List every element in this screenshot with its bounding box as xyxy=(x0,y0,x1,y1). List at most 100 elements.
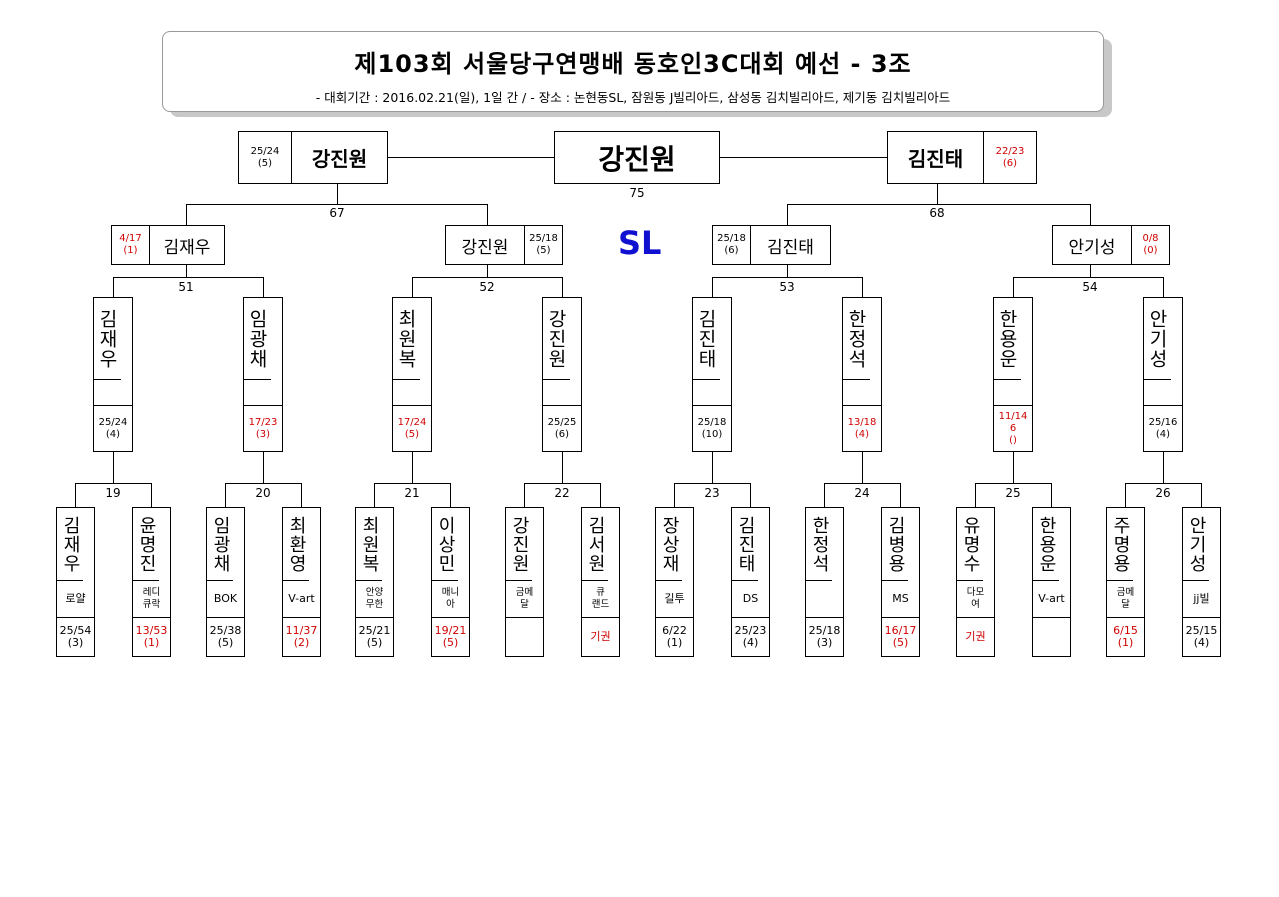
player-name: 주명용 xyxy=(1107,508,1133,581)
connector xyxy=(674,483,751,484)
player-name: 최원복 xyxy=(393,298,420,380)
player-name: 임광채 xyxy=(244,298,271,380)
club-name: DS xyxy=(732,581,769,618)
connector xyxy=(937,184,938,204)
inning: (6) xyxy=(1002,157,1018,169)
connector xyxy=(225,483,302,484)
inning: (5) xyxy=(442,636,459,649)
player-name: 윤명진 xyxy=(133,508,159,581)
score: 25/38 xyxy=(209,624,242,637)
inning: (1) xyxy=(666,636,683,649)
player-name: 김진태 xyxy=(732,508,758,581)
player-name: 강진원 xyxy=(461,237,509,258)
blank-cell xyxy=(94,380,132,406)
match-number: 20 xyxy=(255,486,271,500)
connector xyxy=(562,277,563,297)
score: 22/23 xyxy=(995,145,1025,157)
club-name: BOK xyxy=(207,581,244,618)
connector xyxy=(113,452,114,483)
blank-cell xyxy=(393,380,431,406)
score-cell: 16/17(5) xyxy=(882,618,919,656)
winner-name: 강진원 xyxy=(598,142,676,176)
score-cell: 25/23(4) xyxy=(732,618,769,656)
inning: (1) xyxy=(123,245,138,256)
blank-cell xyxy=(244,380,282,406)
score: 25/16 xyxy=(1148,416,1178,428)
score: 0/8 xyxy=(1142,233,1159,244)
score-cell: 25/54(3) xyxy=(57,618,94,656)
connector xyxy=(337,184,338,204)
connector xyxy=(1051,483,1052,507)
connector xyxy=(1163,277,1164,297)
player-name: 김진태 xyxy=(767,237,814,258)
match-number: 54 xyxy=(1082,280,1098,294)
final-winner: 강진원 xyxy=(554,131,720,184)
inning: (5) xyxy=(217,636,234,649)
player-name: 안기성 xyxy=(1068,237,1116,258)
score: 11/14 xyxy=(998,410,1028,422)
connector xyxy=(374,483,375,507)
connector xyxy=(712,277,713,297)
inning: (3) xyxy=(816,636,833,649)
score: 25/18 xyxy=(717,233,746,244)
score: 25/54 xyxy=(59,624,92,637)
player-name: 김진태 xyxy=(907,147,964,171)
connector xyxy=(1163,452,1164,483)
score: 25/21 xyxy=(358,624,391,637)
score-cell: 17/23(3) xyxy=(244,406,282,451)
score: 25/24 xyxy=(98,416,128,428)
club-name xyxy=(806,581,843,618)
score: 기권 xyxy=(590,630,611,643)
score: 13/18 xyxy=(847,416,877,428)
inning: (2) xyxy=(293,636,310,649)
blank-cell xyxy=(843,380,881,406)
connector xyxy=(1090,265,1091,277)
inning: (3) xyxy=(67,636,84,649)
connector xyxy=(824,483,825,507)
connector xyxy=(186,204,187,225)
inning: (5) xyxy=(404,428,420,440)
connector xyxy=(975,483,976,507)
match-number: 26 xyxy=(1155,486,1171,500)
connector xyxy=(720,157,887,158)
inning: (0) xyxy=(1143,245,1158,256)
connector xyxy=(824,483,901,484)
blank-cell xyxy=(693,380,731,406)
score: 25/18 xyxy=(808,624,841,637)
score-cell: 13/18(4) xyxy=(843,406,881,451)
connector xyxy=(75,483,152,484)
score: 11/37 xyxy=(285,624,318,637)
connector xyxy=(412,277,563,278)
player-name: 안기성 xyxy=(1144,298,1171,380)
final-left-player: 25/24 (5) 강진원 xyxy=(238,131,388,184)
score: 25/23 xyxy=(734,624,767,637)
player-name: 한용운 xyxy=(994,298,1021,380)
score: 25/24 xyxy=(250,145,280,157)
title-box: 제103회 서울당구연맹배 동호인3C대회 예선 - 3조 - 대회기간 : 2… xyxy=(162,31,1104,112)
blank-cell xyxy=(994,380,1032,406)
match-number: 53 xyxy=(779,280,795,294)
semi-player-box: 4/17 (1) 김재우 xyxy=(111,225,225,265)
connector xyxy=(487,265,488,277)
score: 17/24 xyxy=(397,416,427,428)
score: 16/17 xyxy=(884,624,917,637)
player-name: 한정석 xyxy=(843,298,870,380)
score-cell: 6/22(1) xyxy=(656,618,693,656)
connector xyxy=(374,483,451,484)
connector xyxy=(263,277,264,297)
match-number: 68 xyxy=(929,206,945,220)
connector xyxy=(975,483,1052,484)
